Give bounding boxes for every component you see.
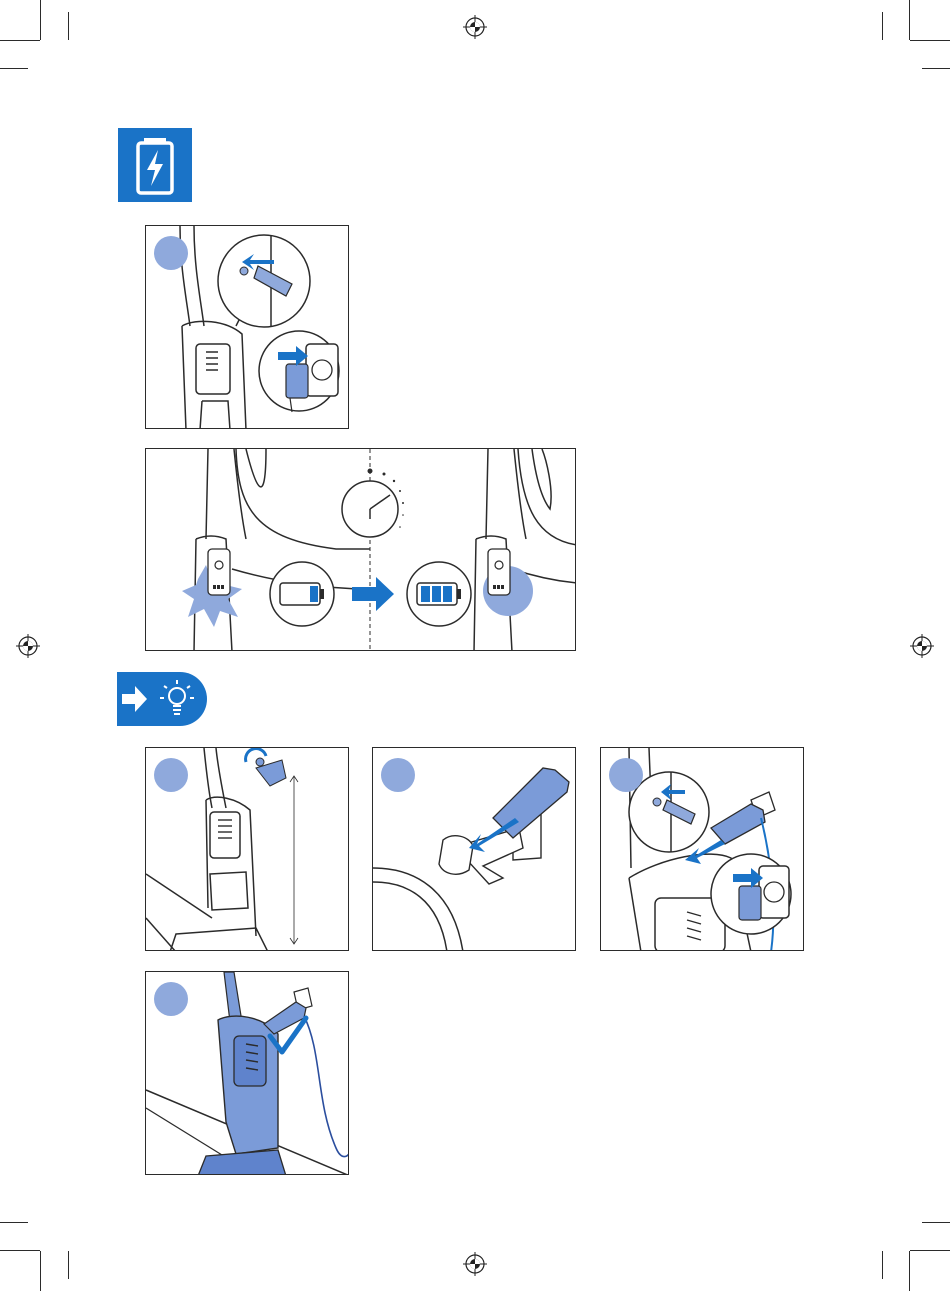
crop-mark: [909, 0, 910, 40]
arrow-right-icon: [352, 577, 394, 611]
step-number-circle: [154, 982, 188, 1016]
crop-mark: [40, 1251, 41, 1291]
crop-mark: [0, 1250, 40, 1251]
crop-mark: [0, 40, 40, 41]
crop-mark: [910, 40, 950, 41]
crop-mark: [909, 1251, 910, 1291]
tip-section-icon: [117, 672, 207, 726]
crop-mark: [922, 68, 950, 69]
crop-mark: [882, 1251, 883, 1279]
crop-mark: [0, 1222, 28, 1223]
panel-mount-wall-bracket: [145, 747, 349, 951]
crop-mark: [922, 1222, 950, 1223]
panel-insert-plug-bracket: [372, 747, 576, 951]
panel-charge-connect: [145, 225, 349, 429]
registration-mark-icon: [910, 634, 934, 658]
crop-mark: [882, 12, 883, 40]
crop-mark: [40, 0, 41, 40]
battery-charging-icon: [118, 128, 192, 202]
panel-docked-appliance: [145, 971, 349, 1175]
charging-section-icon: [118, 128, 192, 202]
registration-mark-icon: [463, 15, 487, 39]
panel-connect-adapter: [600, 747, 804, 951]
step-number-circle: [609, 758, 643, 792]
battery-low-icon: [270, 562, 334, 626]
step-number-circle: [381, 758, 415, 792]
crop-mark: [68, 1251, 69, 1279]
step-number-circle: [154, 236, 188, 270]
registration-mark-icon: [16, 634, 40, 658]
crop-mark: [0, 68, 28, 69]
crop-mark: [68, 12, 69, 40]
crop-mark: [910, 1250, 950, 1251]
registration-mark-icon: [463, 1252, 487, 1276]
battery-full-icon: [407, 562, 471, 626]
panel-charge-indicator: [145, 448, 576, 651]
clock-icon: [342, 469, 404, 538]
step-number-circle: [154, 758, 188, 792]
